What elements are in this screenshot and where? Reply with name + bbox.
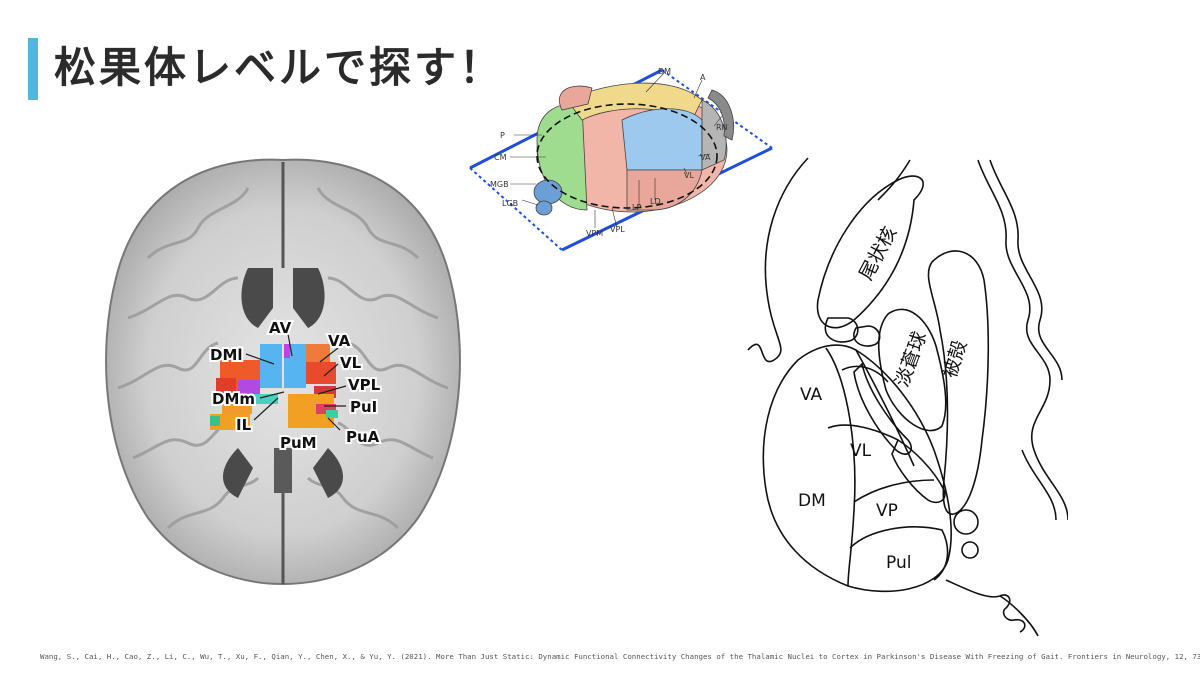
thalamus-schematic: 尾状核 淡蒼球 被殻 VA VL DM VP Pul (747, 157, 1068, 637)
label-putamen: 被殻 (939, 338, 972, 381)
label-3d-ld: LD (650, 197, 661, 206)
label-pul: PuI (350, 398, 377, 416)
title-accent-bar (28, 38, 38, 100)
label-3d-mgb: MGB (490, 180, 509, 189)
label-pua: PuA (346, 428, 380, 446)
label-3d-lgb: LGB (502, 199, 518, 208)
slide-title: 松果体レベルで探す！ (54, 43, 505, 92)
label-3d-rn: RN (716, 123, 728, 132)
label-sch-va: VA (800, 385, 823, 405)
label-il: IL (236, 416, 252, 434)
label-vpl: VPL (348, 376, 381, 394)
thalamus-3d-diagram: P CM MGB LGB DM A RN VA VL VPM VPL LP LD (469, 67, 773, 252)
label-3d-lp: LP (632, 203, 641, 212)
label-caudate: 尾状核 (855, 223, 901, 284)
label-dml: DMl (210, 346, 243, 364)
label-3d-va: VA (700, 153, 711, 162)
brain-axial-image: AV VA DMl VL VPL DMm PuI IL PuM PuA (105, 158, 461, 586)
label-va: VA (328, 332, 351, 350)
label-av: AV (269, 319, 292, 337)
label-3d-vl: VL (684, 171, 694, 180)
label-dmm: DMm (212, 390, 255, 408)
label-3d-vpl: VPL (610, 225, 625, 234)
citation: Wang, S., Cai, H., Cao, Z., Li, C., Wu, … (40, 652, 1200, 661)
label-sch-pul: Pul (886, 553, 911, 573)
label-3d-a: A (700, 73, 706, 82)
label-3d-cm: CM (494, 153, 507, 162)
label-3d-vpm: VPM (586, 229, 603, 238)
label-pum: PuM (280, 434, 317, 452)
label-sch-vl: VL (850, 441, 872, 461)
label-globus-pallidus: 淡蒼球 (891, 329, 931, 390)
label-vl: VL (340, 354, 362, 372)
label-3d-dm: DM (658, 67, 671, 76)
label-sch-vp: VP (876, 501, 898, 521)
label-3d-p: P (500, 131, 505, 140)
label-sch-dm: DM (798, 491, 826, 511)
